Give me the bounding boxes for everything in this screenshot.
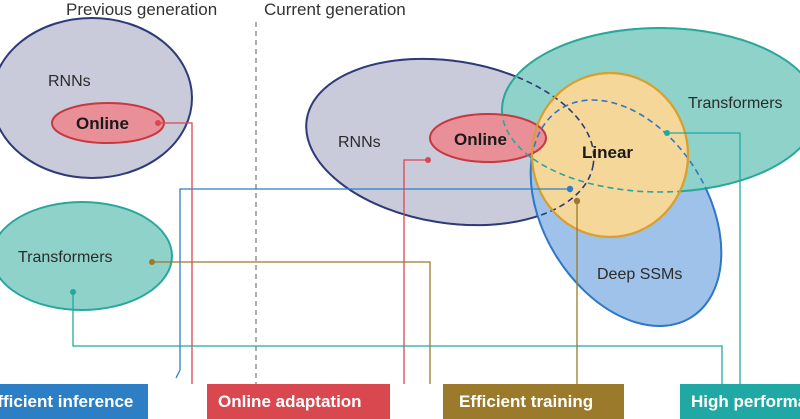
connector-online-adaptation-left: [158, 122, 193, 384]
dot-right-linear-training: [573, 197, 581, 205]
header-current-generation: Current generation: [264, 0, 406, 19]
connector-efficient-inference: [175, 188, 570, 379]
legend-efficient-inference: Efficient inference: [0, 384, 148, 419]
connector-high-performance-right: [667, 132, 741, 384]
right-deep-ssm-label: Deep SSMs: [597, 266, 682, 283]
right-linear-label: Linear: [582, 143, 633, 162]
legend-high-performance-label: High performance: [691, 392, 800, 411]
right-online-label: Online: [454, 130, 507, 149]
legend-online-adaptation-label: Online adaptation: [218, 392, 362, 411]
legend-online-adaptation: Online adaptation: [207, 384, 390, 419]
left-online-label: Online: [76, 114, 129, 133]
right-online-dashed-outline: [429, 113, 547, 163]
dot-left-transformer-performance: [70, 289, 76, 295]
left-rnn-label: RNNs: [48, 73, 91, 90]
dot-right-online: [425, 157, 431, 163]
right-transformer-label: Transformers: [688, 95, 783, 112]
connector-efficient-training-left: [152, 261, 431, 384]
legend-efficient-training-label: Efficient training: [459, 392, 593, 411]
right-rnn-dashed-outline: [305, 58, 595, 226]
dot-left-online: [155, 120, 161, 126]
right-rnn-label: RNNs: [338, 134, 381, 151]
dot-right-transformer-performance: [664, 130, 670, 136]
connector-online-adaptation-right: [403, 159, 428, 384]
left-transformer-label: Transformers: [18, 249, 113, 266]
legend-efficient-training: Efficient training: [443, 384, 624, 419]
left-rnn-ellipse: [0, 17, 193, 179]
legend-high-performance: High performance: [680, 384, 800, 419]
connector-high-performance-left: [72, 292, 723, 384]
legend-efficient-inference-label: Efficient inference: [0, 392, 133, 411]
dot-left-transformer-training: [149, 259, 155, 265]
header-previous-generation: Previous generation: [66, 0, 217, 19]
right-transformer-dashed-outline: [501, 27, 800, 193]
left-transformer-ellipse: [0, 201, 173, 311]
dot-right-linear-inference: [566, 185, 574, 193]
right-linear-outline: [531, 72, 689, 238]
